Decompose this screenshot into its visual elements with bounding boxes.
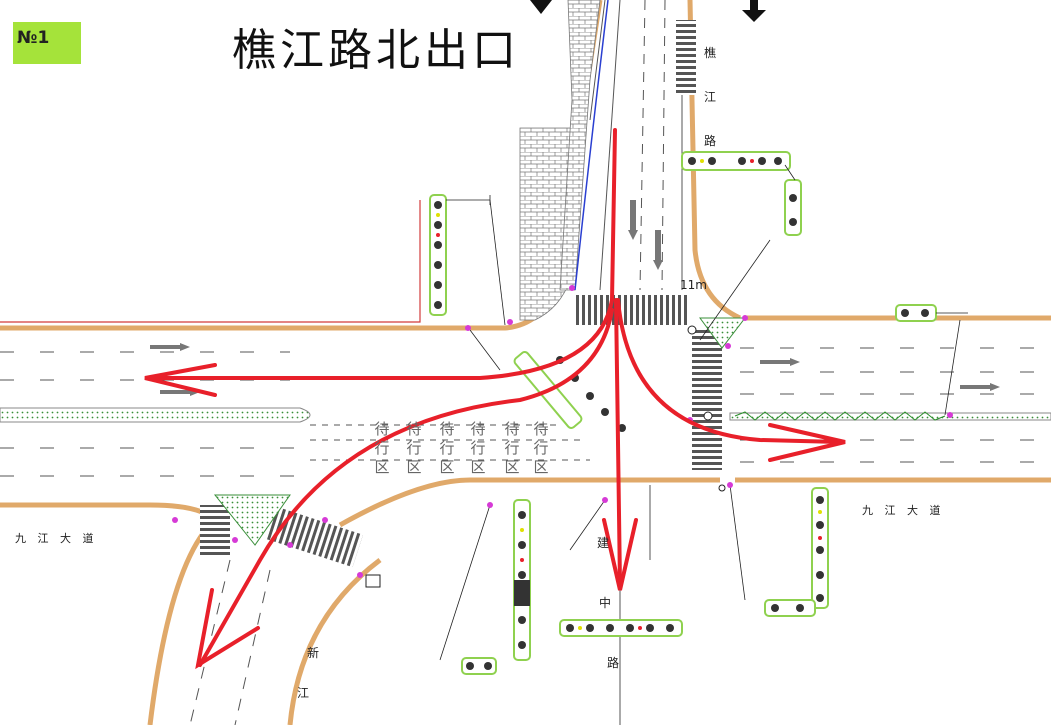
jianzhong-char: 路 xyxy=(606,656,619,670)
flow-head-south xyxy=(602,518,638,591)
jianzhong-char: 建 xyxy=(596,536,609,550)
flow-arrows xyxy=(144,128,846,670)
crosswalk-west-island xyxy=(200,505,230,555)
xinjiang-char: 新 xyxy=(306,646,319,660)
flow-head-southwest xyxy=(195,588,260,670)
qiaojiang-char: 江 xyxy=(703,90,716,104)
waiting-zone-char: 区 xyxy=(504,458,520,476)
waiting-zone-column: 待 行 区 xyxy=(373,420,391,477)
waiting-zone-char: 区 xyxy=(406,458,422,476)
small-sign xyxy=(365,574,381,588)
waiting-zone-char: 待 xyxy=(504,420,520,438)
flow-right-east xyxy=(616,298,842,444)
road-label-jiujiang-west: 九 江 大 道 xyxy=(15,532,98,545)
qiaojiang-char: 路 xyxy=(703,134,716,148)
flow-left-west xyxy=(148,128,617,380)
road-edge-thin xyxy=(0,200,421,323)
flow-head-west xyxy=(144,363,217,397)
waiting-zone-char: 区 xyxy=(470,458,486,476)
waiting-zone-char: 区 xyxy=(374,458,390,476)
waiting-zone-char: 区 xyxy=(439,458,455,476)
north-crosswalk xyxy=(676,20,696,95)
poles xyxy=(687,325,726,492)
waiting-zone-char: 待 xyxy=(374,420,390,438)
waiting-zone-char: 待 xyxy=(470,420,486,438)
waiting-zone-column: 待 行 区 xyxy=(469,420,487,477)
lane-arrows xyxy=(150,200,1000,396)
jianzhong-char: 中 xyxy=(598,596,611,610)
crosswalk-southwest xyxy=(266,506,364,568)
east-lanes xyxy=(740,347,1051,463)
waiting-zone-column: 待 行 区 xyxy=(532,420,550,477)
page-title: 樵江路北出口 xyxy=(232,25,520,76)
signal-lamps xyxy=(434,157,929,670)
diagram-number-badge: №1 xyxy=(13,22,81,64)
median-west xyxy=(0,407,311,423)
north-lanes xyxy=(589,0,683,291)
waiting-zone-char: 待 xyxy=(406,420,422,438)
waiting-zone-char: 行 xyxy=(533,439,549,457)
xinjiang-char: 江 xyxy=(296,686,309,700)
waiting-zone-char: 待 xyxy=(533,420,549,438)
road-label-jiujiang-east: 九 江 大 道 xyxy=(862,504,945,517)
qiaojiang-char: 樵 xyxy=(703,46,716,60)
crosswalk-east xyxy=(692,330,722,470)
waiting-zone-column: 待 行 区 xyxy=(503,420,521,477)
waiting-zone-char: 行 xyxy=(439,439,455,457)
waiting-zone-column: 待 行 区 xyxy=(438,420,456,477)
waiting-zone-char: 行 xyxy=(470,439,486,457)
waiting-zone-char: 行 xyxy=(406,439,422,457)
waiting-zone-char: 行 xyxy=(504,439,520,457)
island-sw xyxy=(213,494,291,546)
flow-straight-south xyxy=(614,298,622,587)
island-ne xyxy=(699,317,747,349)
flow-head-east xyxy=(768,423,846,462)
flow-left-southwest xyxy=(198,308,614,667)
waiting-zone-char: 待 xyxy=(439,420,455,438)
badge-text: №1 xyxy=(17,28,50,48)
waiting-zone-char: 行 xyxy=(374,439,390,457)
signal-leader-lines xyxy=(439,164,968,661)
waiting-zone-char: 区 xyxy=(533,458,549,476)
waiting-zone-column: 待 行 区 xyxy=(405,420,423,477)
crosswalk-north xyxy=(575,295,690,325)
distance-label: 11m xyxy=(680,278,707,292)
sign-box xyxy=(514,580,530,606)
top-arrows xyxy=(530,0,766,22)
